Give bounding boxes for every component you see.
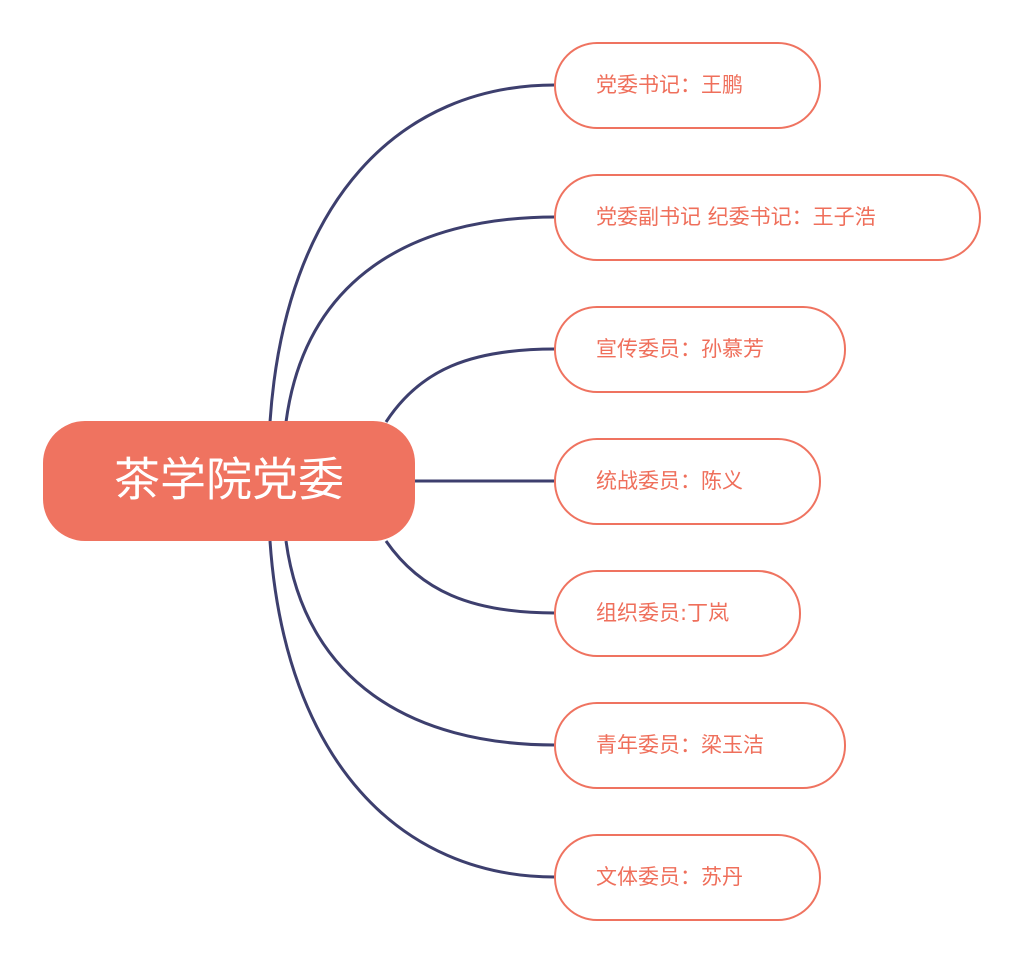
- child-node-label: 文体委员：苏丹: [596, 865, 743, 889]
- child-node-2[interactable]: 党委副书记 纪委书记：王子浩: [554, 174, 981, 261]
- root-node[interactable]: 茶学院党委: [43, 421, 415, 541]
- connector-3: [384, 347, 556, 423]
- child-node-box: [554, 702, 846, 789]
- child-node-4[interactable]: 统战委员：陈义: [554, 438, 821, 525]
- child-node-box: [554, 174, 981, 261]
- child-node-label: 党委副书记 纪委书记：王子浩: [596, 205, 876, 229]
- child-node-box: [554, 438, 821, 525]
- child-node-5[interactable]: 组织委员:丁岚: [554, 570, 801, 657]
- connectors: [268, 83, 556, 879]
- root-node-box: [43, 421, 415, 541]
- child-node-label: 组织委员:丁岚: [596, 601, 729, 625]
- child-node-7[interactable]: 文体委员：苏丹: [554, 834, 821, 921]
- child-node-1[interactable]: 党委书记：王鹏: [554, 42, 821, 129]
- connector-7: [268, 540, 556, 879]
- connector-2: [284, 215, 556, 423]
- child-node-label: 统战委员：陈义: [596, 469, 743, 493]
- connector-1: [268, 83, 556, 423]
- child-node-3[interactable]: 宣传委员：孙慕芳: [554, 306, 846, 393]
- connector-5: [384, 540, 556, 615]
- root-node-label: 茶学院党委: [114, 453, 344, 507]
- child-node-label: 党委书记：王鹏: [596, 73, 743, 97]
- child-node-box: [554, 42, 821, 129]
- child-node-6[interactable]: 青年委员：梁玉洁: [554, 702, 846, 789]
- child-node-box: [554, 306, 846, 393]
- child-node-box: [554, 834, 821, 921]
- child-node-label: 宣传委员：孙慕芳: [596, 337, 764, 361]
- connector-6: [284, 540, 556, 747]
- child-node-label: 青年委员：梁玉洁: [596, 733, 764, 757]
- child-node-box: [554, 570, 801, 657]
